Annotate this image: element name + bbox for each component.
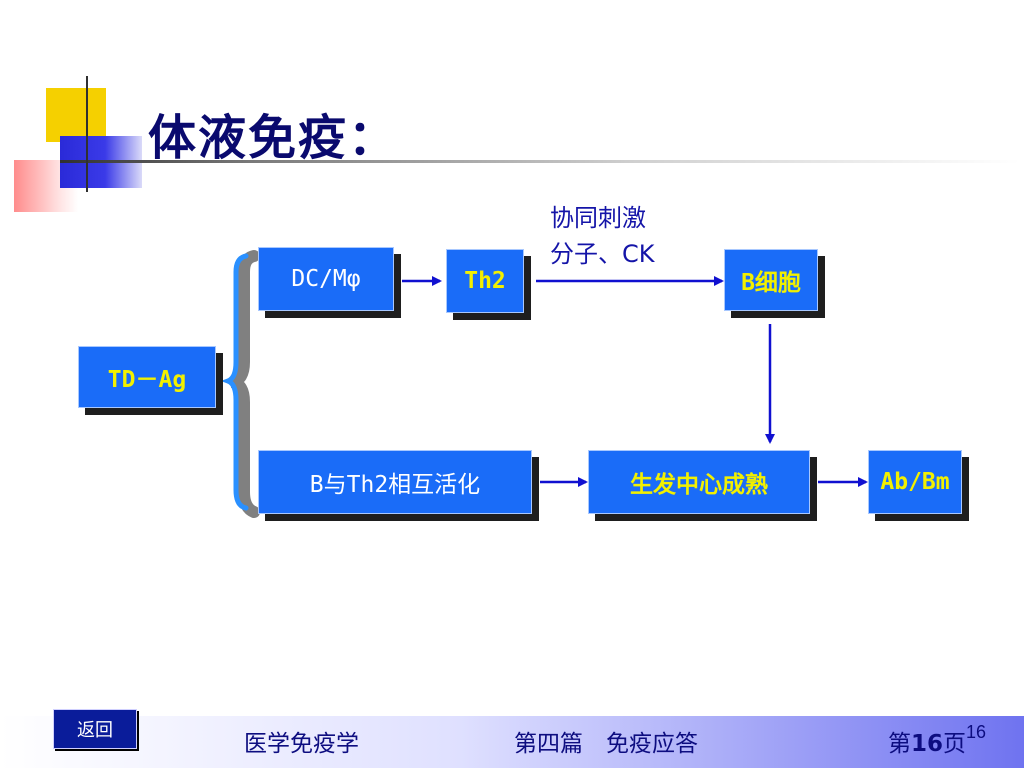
footer-page-suffix: 页 (943, 731, 967, 757)
decorative-vertical-line (86, 76, 88, 192)
footer-course-title: 医学免疫学 (244, 731, 359, 757)
edge-label-line1: 协同刺激 (550, 204, 646, 232)
node-td-ag: TD－Ag (78, 346, 216, 408)
edge-label-line2: 分子、CK (550, 240, 655, 268)
footer-section-title: 第四篇 免疫应答 (514, 731, 698, 757)
footer-bar (0, 716, 1024, 768)
footer-page-number: 16 (911, 731, 944, 757)
node-b-th2-activation: B与Th2相互活化 (258, 450, 532, 514)
footer-page-prefix: 第 (888, 731, 911, 757)
title-underline (60, 160, 1020, 163)
brace (220, 253, 249, 511)
page-title: 体液免疫： (148, 110, 399, 166)
node-germinal-center: 生发中心成熟 (588, 450, 810, 514)
node-ab-bm: Ab/Bm (868, 450, 962, 514)
node-th2: Th2 (446, 249, 524, 313)
slide-number: 16 (966, 722, 987, 742)
node-b-cell: B细胞 (724, 249, 818, 311)
back-button[interactable]: 返回 (53, 709, 137, 749)
node-dc-macrophage: DC/Mφ (258, 247, 394, 311)
edge-label-costimulatory: 协同刺激 分子、CK (550, 200, 655, 272)
footer-page-label: 第16页 (888, 724, 966, 758)
decorative-yellow-square (46, 88, 106, 142)
